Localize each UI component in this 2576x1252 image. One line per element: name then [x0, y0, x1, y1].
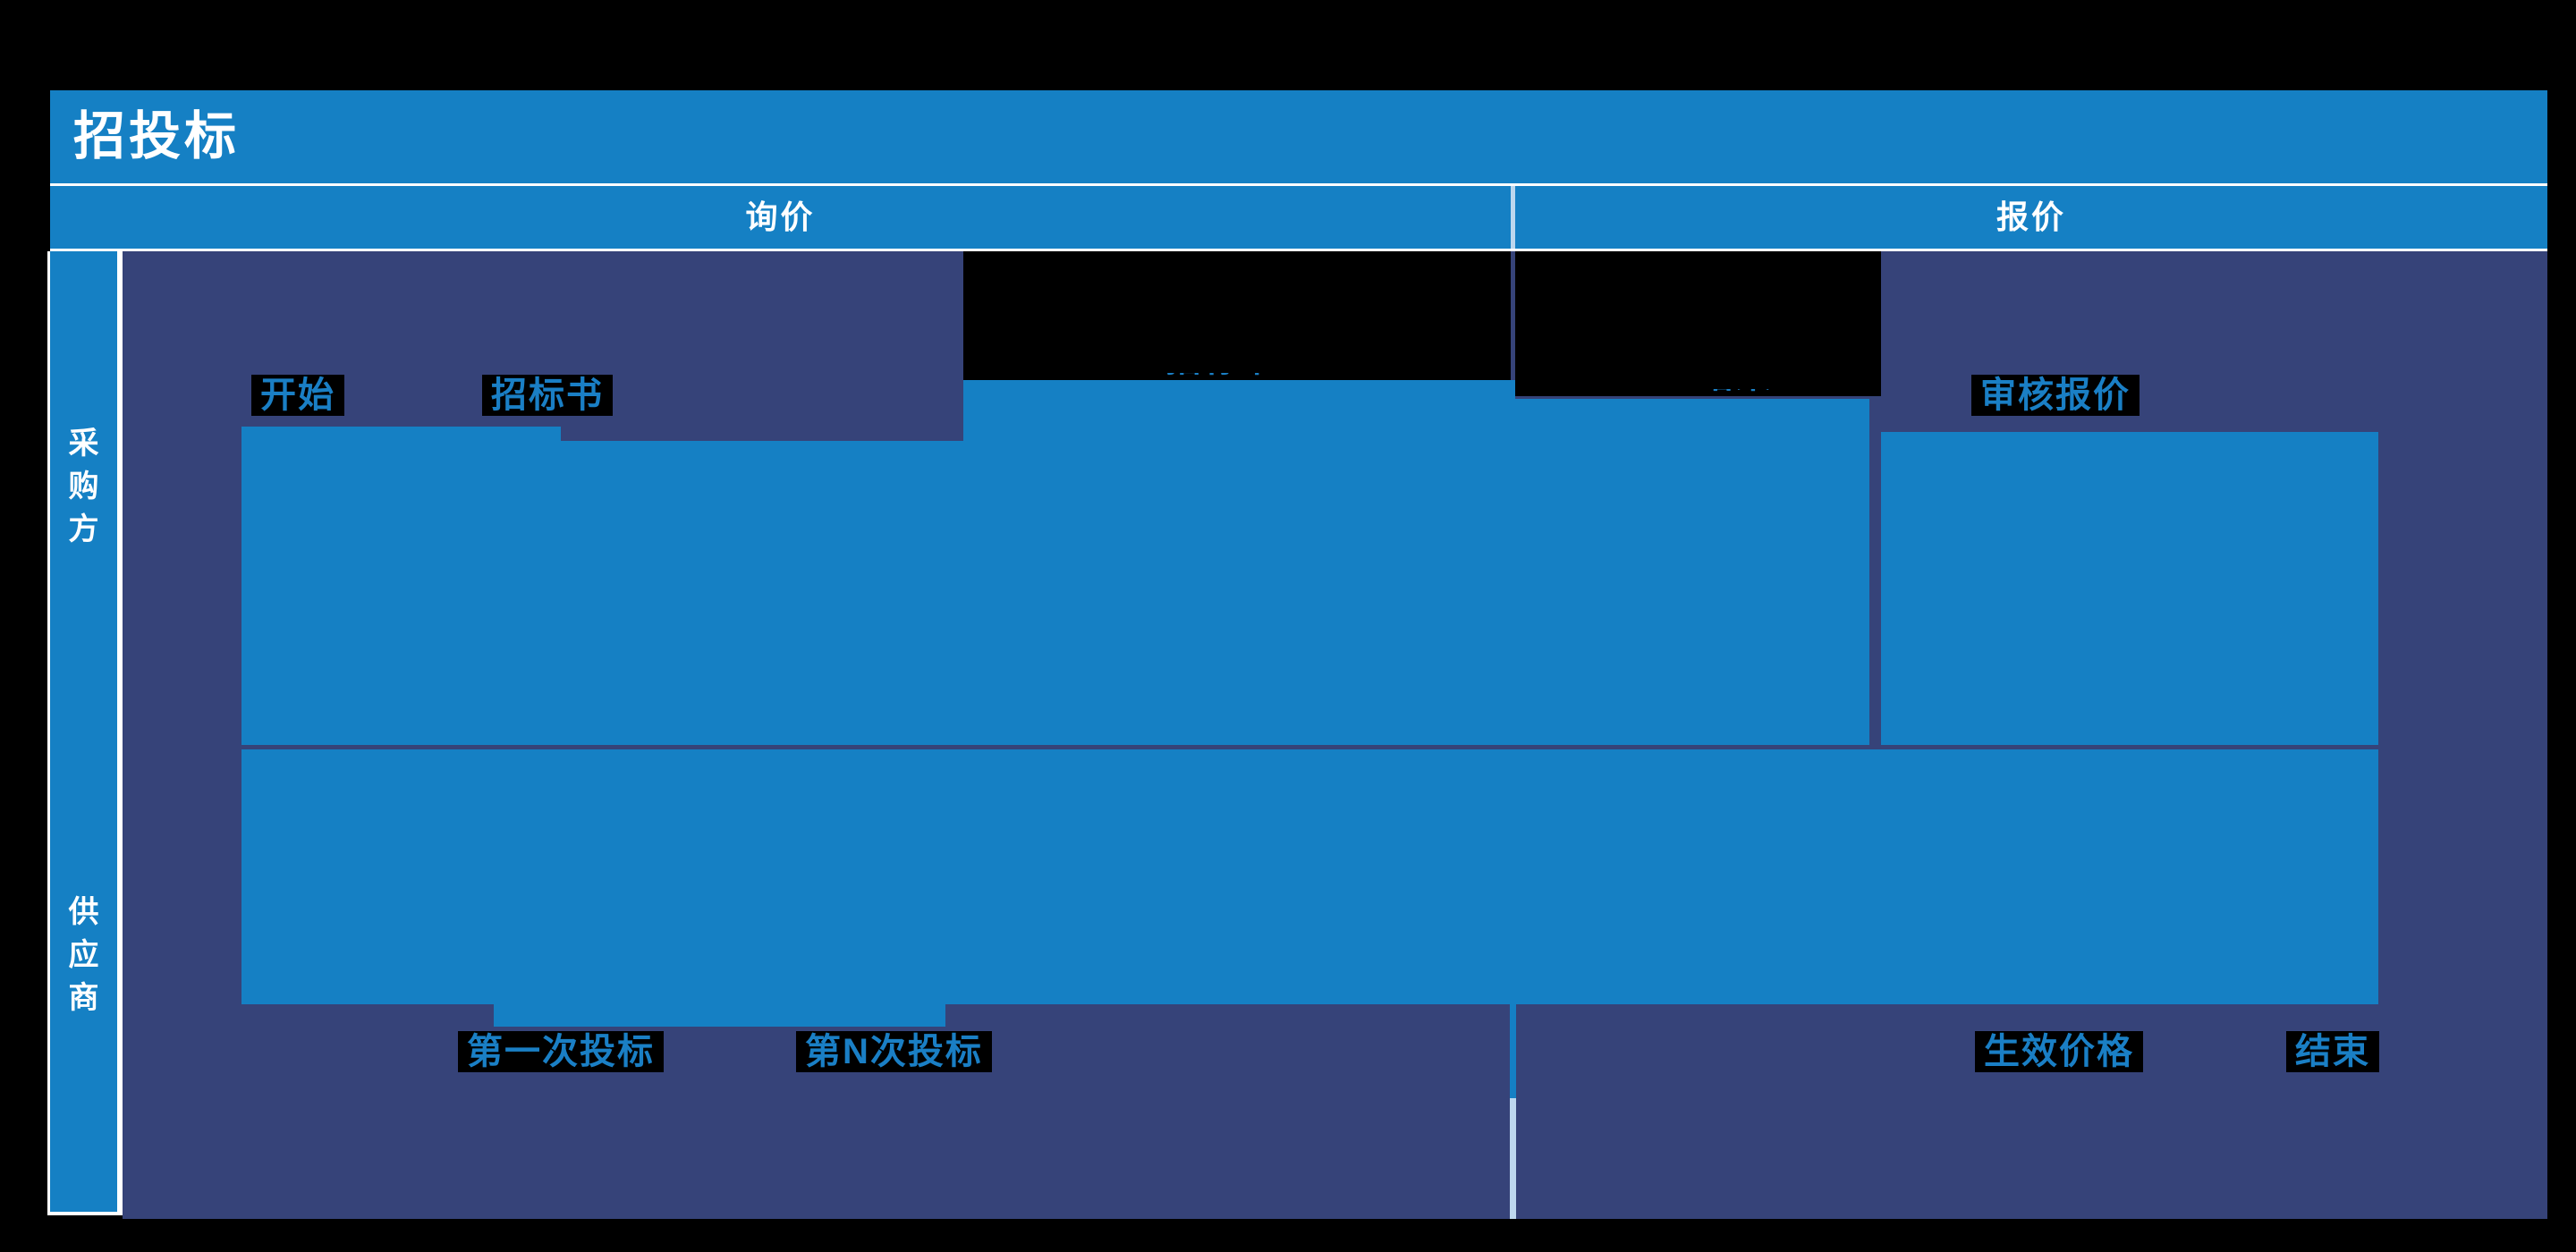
- phase-header-inquiry: 询价: [50, 186, 1511, 249]
- flow-shape-block-right: [1515, 251, 1881, 396]
- node-tender-decision-text: 招标书?: [1165, 373, 1318, 380]
- header-content-separator: [50, 249, 2547, 251]
- node-end-decision-clipped: 结束?: [1698, 389, 1850, 397]
- phase-header-quotation: 报价: [1515, 186, 2547, 249]
- node-tender-document: 招标书: [482, 375, 613, 416]
- flow-body-top-left: [242, 427, 561, 745]
- title-bar: 招投标: [50, 90, 2547, 183]
- title-header-separator: [50, 183, 2547, 186]
- node-end: 结束: [2286, 1031, 2379, 1072]
- node-end-decision-text: 结束?: [1698, 389, 1850, 396]
- flow-shape-block-left: [963, 251, 1511, 380]
- flow-body-top-right: [1881, 432, 2378, 745]
- node-nth-bid: 第N次投标: [796, 1031, 992, 1072]
- lane-label-supplier: 供应商: [50, 891, 117, 1019]
- left-border: [47, 251, 50, 1215]
- flow-body-bottom-tab: [494, 1004, 945, 1027]
- node-effective-price: 生效价格: [1975, 1031, 2143, 1072]
- node-start: 开始: [251, 375, 344, 416]
- flow-body-top-middle: [963, 380, 1515, 745]
- flow-body-top-right2: [1515, 399, 1869, 745]
- lane-main-gap: [117, 251, 123, 1215]
- flow-body-bottom: [242, 749, 2378, 1004]
- flow-body-top-left2: [561, 441, 963, 745]
- phase-divider-segment-blue: [1510, 1004, 1516, 1098]
- lane-column-bottom-border: [47, 1212, 123, 1215]
- lane-buyer-text: 采购方: [68, 427, 99, 546]
- lane-supplier-text: 供应商: [68, 895, 99, 1015]
- lane-label-column: [50, 251, 117, 1212]
- page-title: 招投标: [73, 107, 241, 165]
- node-review-quote: 审核报价: [1971, 375, 2140, 416]
- lane-label-buyer: 采购方: [50, 422, 117, 551]
- node-tender-decision-clipped: 招标书?: [1165, 373, 1318, 381]
- phase-divider-segment-light: [1510, 1098, 1516, 1219]
- node-first-bid: 第一次投标: [458, 1031, 664, 1072]
